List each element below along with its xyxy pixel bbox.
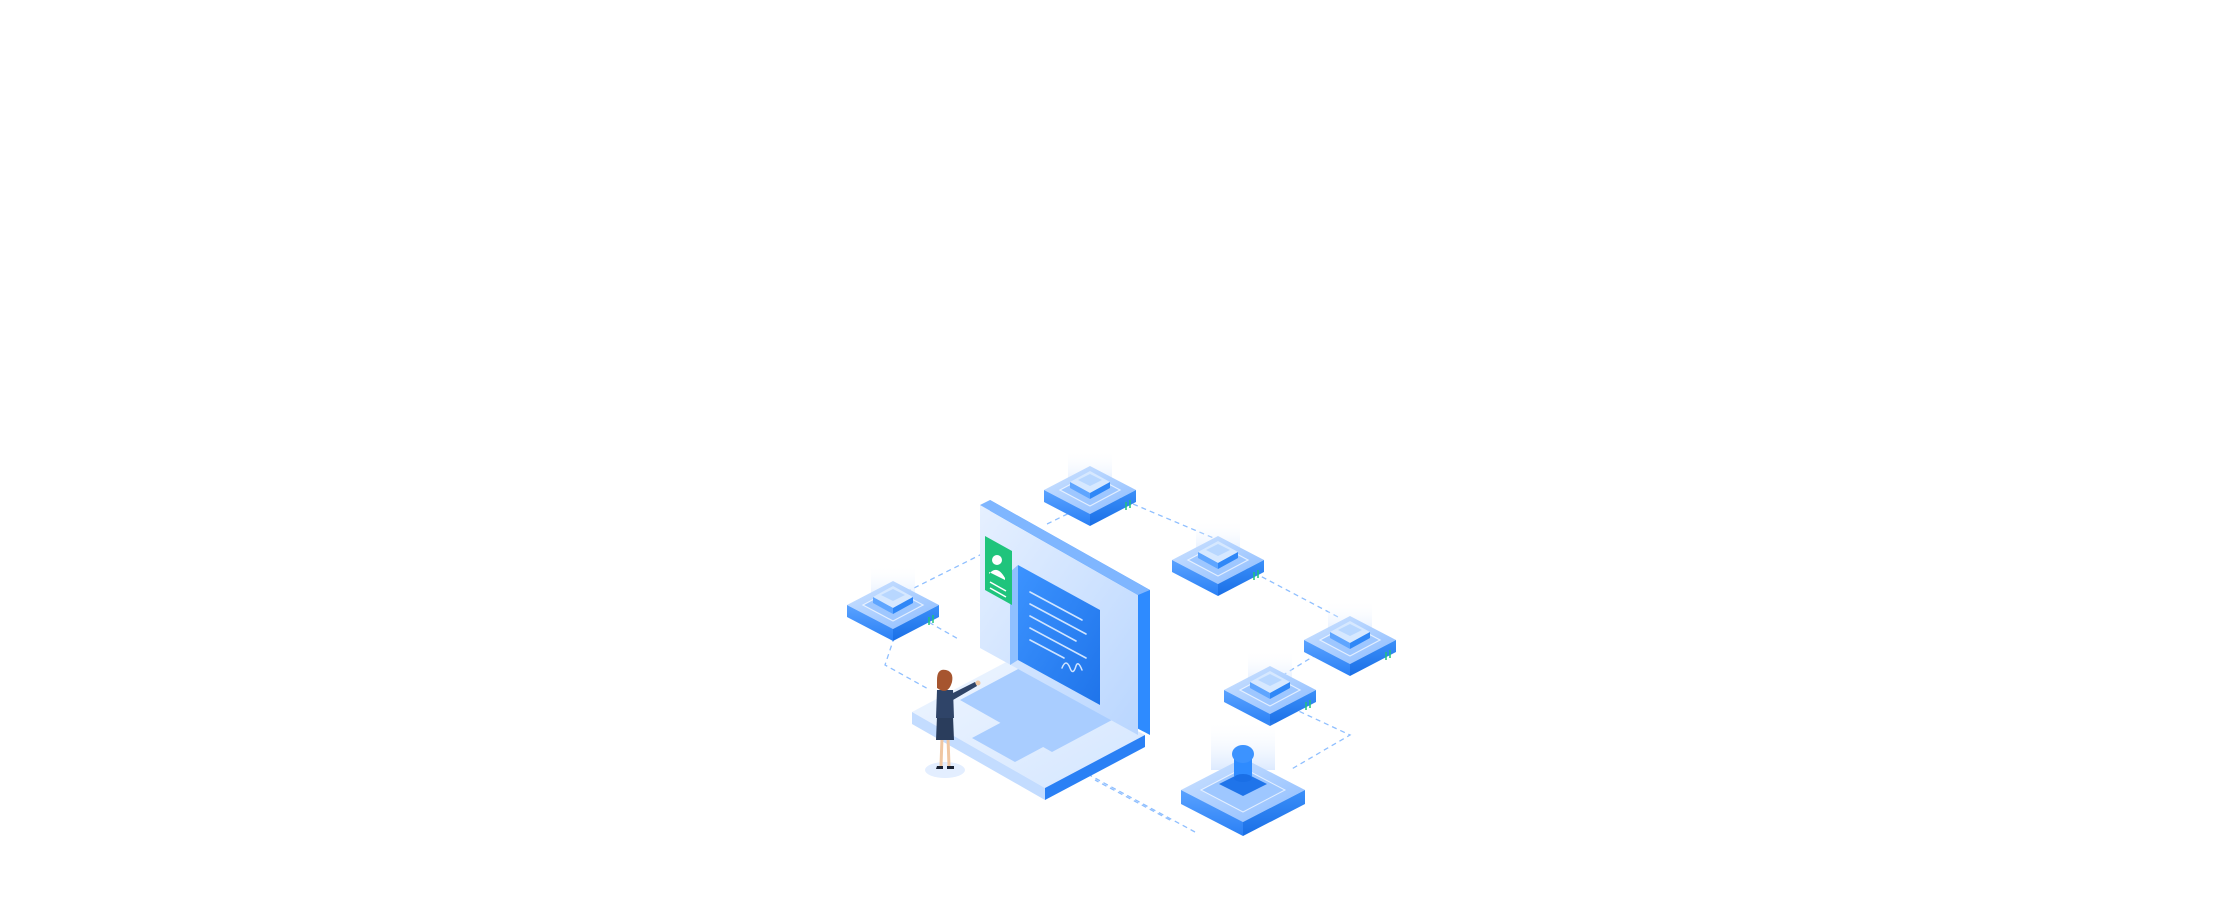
server-node-icon — [1043, 449, 1137, 527]
signature-icon — [1061, 662, 1083, 673]
server-node-icon — [1303, 599, 1397, 677]
document-icon — [1010, 565, 1100, 705]
id-card-icon — [985, 536, 1012, 605]
server-node-icon — [1171, 519, 1265, 597]
person-icon — [925, 669, 981, 778]
server-node-icon — [846, 564, 940, 642]
stamp-icon — [1181, 720, 1305, 836]
server-node-icon — [1223, 649, 1317, 727]
